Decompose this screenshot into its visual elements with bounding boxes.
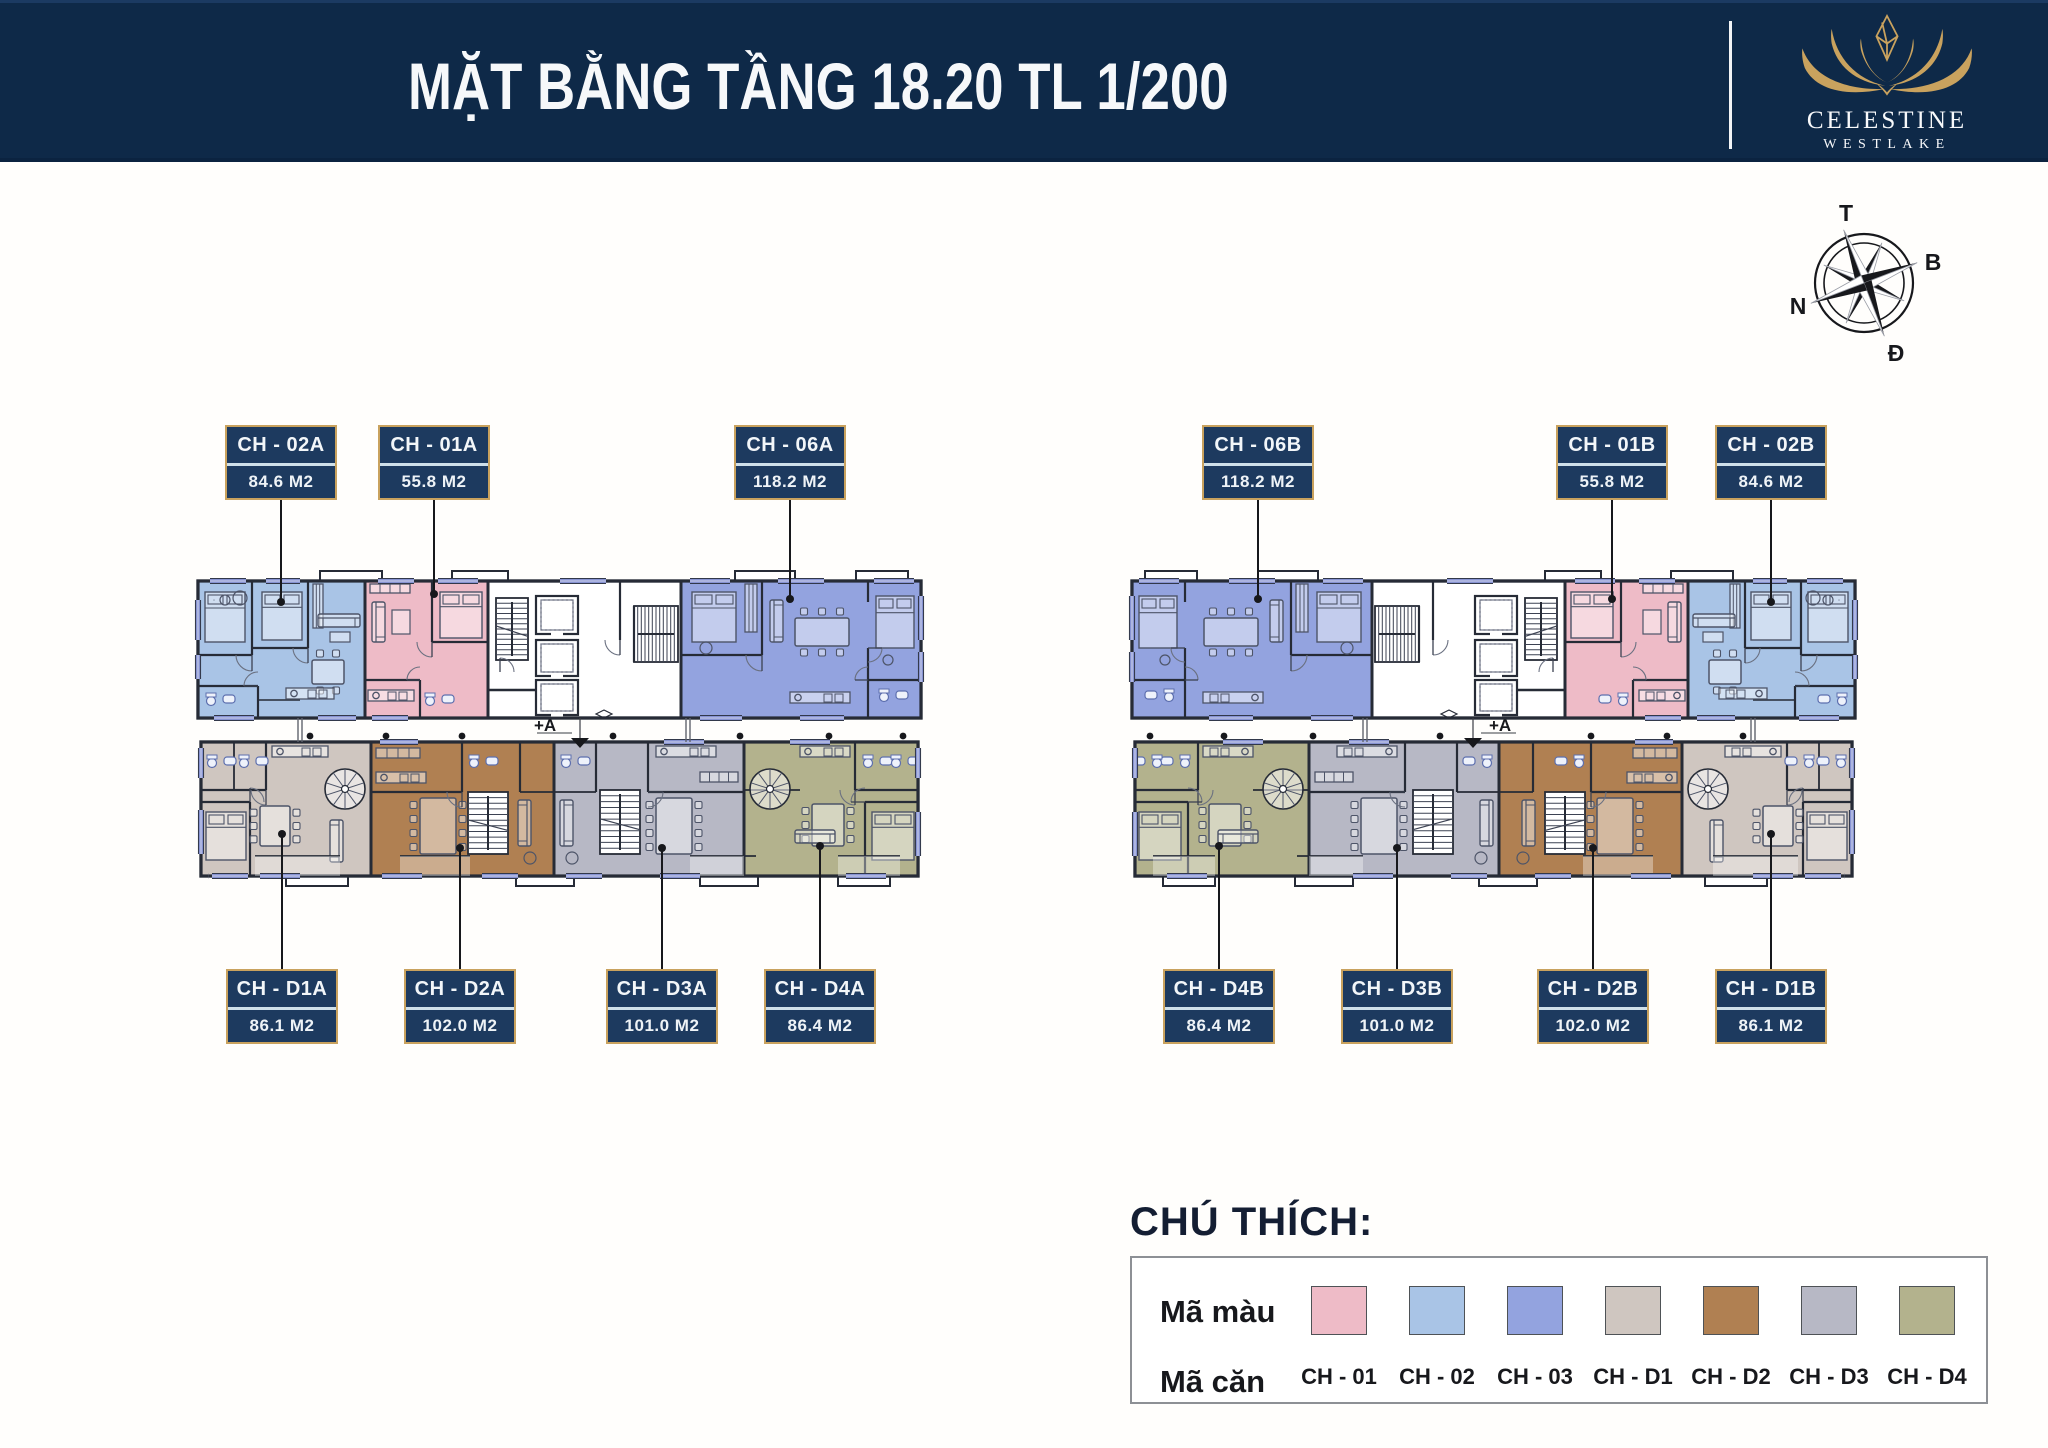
unit-code: CH - D3B xyxy=(1351,978,1443,1000)
unit-label-divider xyxy=(766,1007,874,1010)
unit-label-divider xyxy=(1717,463,1825,466)
unit-area: 86.4 M2 xyxy=(787,1016,853,1035)
unit-label: CH - 02B 84.6 M2 xyxy=(1715,425,1827,500)
unit-label-divider xyxy=(228,1007,336,1010)
unit-area: 86.1 M2 xyxy=(1738,1016,1804,1035)
unit-label: CH - 06B 118.2 M2 xyxy=(1202,425,1314,500)
unit-area: 118.2 M2 xyxy=(753,472,827,491)
unit-code: CH - 02B xyxy=(1727,434,1815,456)
unit-area: 84.6 M2 xyxy=(1738,472,1804,491)
unit-area: 118.2 M2 xyxy=(1221,472,1295,491)
unit-code: CH - D1A xyxy=(236,978,328,1000)
legend-code: CH - 01 xyxy=(1301,1364,1377,1389)
unit-label: CH - 06A 118.2 M2 xyxy=(734,425,846,500)
legend-swatch xyxy=(1311,1286,1367,1335)
unit-area: 86.1 M2 xyxy=(249,1016,315,1035)
unit-code: CH - D1B xyxy=(1725,978,1817,1000)
unit-area: 102.0 M2 xyxy=(1555,1016,1631,1035)
unit-code: CH - 02A xyxy=(237,434,325,456)
unit-label: CH - D2B 102.0 M2 xyxy=(1537,969,1649,1044)
legend-code: CH - 02 xyxy=(1399,1364,1475,1389)
brand-name: CELESTINE xyxy=(1806,107,1968,134)
unit-label-divider xyxy=(608,1007,716,1010)
legend-swatch xyxy=(1703,1286,1759,1335)
legend-swatch xyxy=(1899,1286,1955,1335)
legend-box: Mã màu Mã căn CH - 01 CH - 02 CH - 03 CH… xyxy=(1130,1256,1988,1404)
unit-code: CH - D4A xyxy=(774,978,866,1000)
legend-swatch xyxy=(1605,1286,1661,1335)
page-title: MẶT BẰNG TẦNG 18.20 TL 1/200 xyxy=(408,49,1229,123)
legend-swatch xyxy=(1801,1286,1857,1335)
section-marker-a: +A xyxy=(534,716,557,735)
unit-code: CH - D2B xyxy=(1547,978,1639,1000)
unit-label: CH - D3B 101.0 M2 xyxy=(1341,969,1453,1044)
legend-codes: CH - 01 CH - 02 CH - 03 CH - D1 CH - D2 … xyxy=(1290,1364,1976,1390)
unit-label-divider xyxy=(1204,463,1312,466)
unit-area: 84.6 M2 xyxy=(248,472,314,491)
unit-label-divider xyxy=(227,463,335,466)
compass-letter: N xyxy=(1790,293,1807,319)
legend-code: CH - D4 xyxy=(1887,1364,1967,1389)
lotus-logo-icon xyxy=(1802,13,1972,96)
unit-code: CH - D3A xyxy=(616,978,708,1000)
unit-label-divider xyxy=(736,463,844,466)
unit-label-divider xyxy=(1717,1007,1825,1010)
compass-letter: B xyxy=(1925,249,1942,275)
unit-label: CH - D4A 86.4 M2 xyxy=(764,969,876,1044)
legend: CHÚ THÍCH: Mã màu Mã căn CH - 01 CH - 02… xyxy=(1130,1200,1988,1404)
legend-swatches xyxy=(1311,1286,1997,1335)
unit-label: CH - D1B 86.1 M2 xyxy=(1715,969,1827,1044)
unit-code: CH - 01B xyxy=(1568,434,1656,456)
block-a-plan xyxy=(194,570,925,887)
unit-label: CH - D3A 101.0 M2 xyxy=(606,969,718,1044)
legend-code: CH - D1 xyxy=(1593,1364,1673,1389)
compass-letter: T xyxy=(1839,200,1853,226)
unit-code: CH - D2A xyxy=(414,978,506,1000)
unit-area: 102.0 M2 xyxy=(422,1016,498,1035)
section-marker-b: +A xyxy=(1489,716,1512,735)
unit-label-divider xyxy=(406,1007,514,1010)
unit-code: CH - D4B xyxy=(1173,978,1265,1000)
unit-code: CH - 06B xyxy=(1214,434,1302,456)
legend-swatch xyxy=(1507,1286,1563,1335)
legend-code: CH - D2 xyxy=(1691,1364,1771,1389)
unit-area: 101.0 M2 xyxy=(1359,1016,1435,1035)
legend-code: CH - 03 xyxy=(1497,1364,1573,1389)
unit-label-divider xyxy=(1558,463,1666,466)
unit-area: 55.8 M2 xyxy=(401,472,467,491)
brand-logo: CELESTINE WESTLAKE xyxy=(1785,11,1989,153)
unit-label-divider xyxy=(1539,1007,1647,1010)
header-separator xyxy=(1729,21,1732,149)
leader-lines xyxy=(277,497,1775,969)
unit-label: CH - D1A 86.1 M2 xyxy=(226,969,338,1044)
legend-color-row-label: Mã màu xyxy=(1160,1294,1276,1329)
unit-area: 101.0 M2 xyxy=(624,1016,700,1035)
compass-rose-icon: T B N Đ xyxy=(1790,200,1942,366)
unit-label: CH - 02A 84.6 M2 xyxy=(225,425,337,500)
legend-heading: CHÚ THÍCH: xyxy=(1130,1200,1374,1244)
unit-code: CH - 06A xyxy=(746,434,834,456)
unit-label: CH - D4B 86.4 M2 xyxy=(1163,969,1275,1044)
unit-label: CH - 01B 55.8 M2 xyxy=(1556,425,1668,500)
header-bar: MẶT BẰNG TẦNG 18.20 TL 1/200 CELESTINE W… xyxy=(0,0,2048,162)
legend-code-row-label: Mã căn xyxy=(1160,1364,1266,1399)
legend-code: CH - D3 xyxy=(1789,1364,1869,1389)
unit-area: 86.4 M2 xyxy=(1186,1016,1252,1035)
unit-label-divider xyxy=(380,463,488,466)
unit-code: CH - 01A xyxy=(390,434,478,456)
unit-label-divider xyxy=(1165,1007,1273,1010)
unit-area: 55.8 M2 xyxy=(1579,472,1645,491)
unit-label-divider xyxy=(1343,1007,1451,1010)
brand-subname: WESTLAKE xyxy=(1823,137,1951,152)
unit-label: CH - D2A 102.0 M2 xyxy=(404,969,516,1044)
unit-label: CH - 01A 55.8 M2 xyxy=(378,425,490,500)
legend-swatch xyxy=(1409,1286,1465,1335)
compass-letter: Đ xyxy=(1888,340,1905,366)
